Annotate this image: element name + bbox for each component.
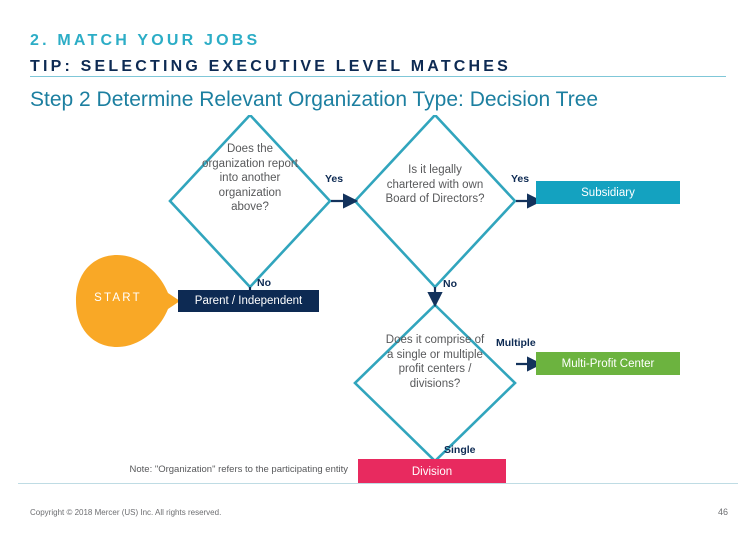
outcome-subsidiary: Subsidiary <box>536 181 680 204</box>
header-divider <box>30 76 726 77</box>
decision-3-text: Does it comprise of a single or multiple… <box>385 334 485 390</box>
footnote: Note: "Organization" refers to the parti… <box>129 464 349 475</box>
edge-label-multiple: Multiple <box>496 337 536 349</box>
section-kicker: 2. MATCH YOUR JOBS <box>30 32 261 49</box>
copyright-text: Copyright © 2018 Mercer (US) Inc. All ri… <box>30 508 222 517</box>
decision-2-text: Is it legally chartered with own Board o… <box>385 164 485 205</box>
edge-label-yes-2: Yes <box>511 173 530 185</box>
outcome-division: Division <box>358 459 506 484</box>
decision-tree-diagram: START Does the organization report into … <box>0 115 756 485</box>
page-number: 46 <box>717 507 728 517</box>
footer-divider <box>18 483 738 484</box>
edge-label-no-1: No <box>257 277 271 289</box>
outcome-parent-independent: Parent / Independent <box>178 290 319 312</box>
outcome-multi-profit-center: Multi-Profit Center <box>536 352 680 375</box>
diagram-vectors <box>76 115 543 476</box>
start-shape <box>76 255 180 347</box>
edge-label-single: Single <box>444 444 476 456</box>
page-title: Step 2 Determine Relevant Organization T… <box>30 88 599 111</box>
edge-label-yes-1: Yes <box>325 173 344 185</box>
decision-1-text: Does the organization report into anothe… <box>202 143 298 213</box>
slide-subkicker: TIP: SELECTING EXECUTIVE LEVEL MATCHES <box>30 58 512 75</box>
edge-label-no-2: No <box>443 278 457 290</box>
